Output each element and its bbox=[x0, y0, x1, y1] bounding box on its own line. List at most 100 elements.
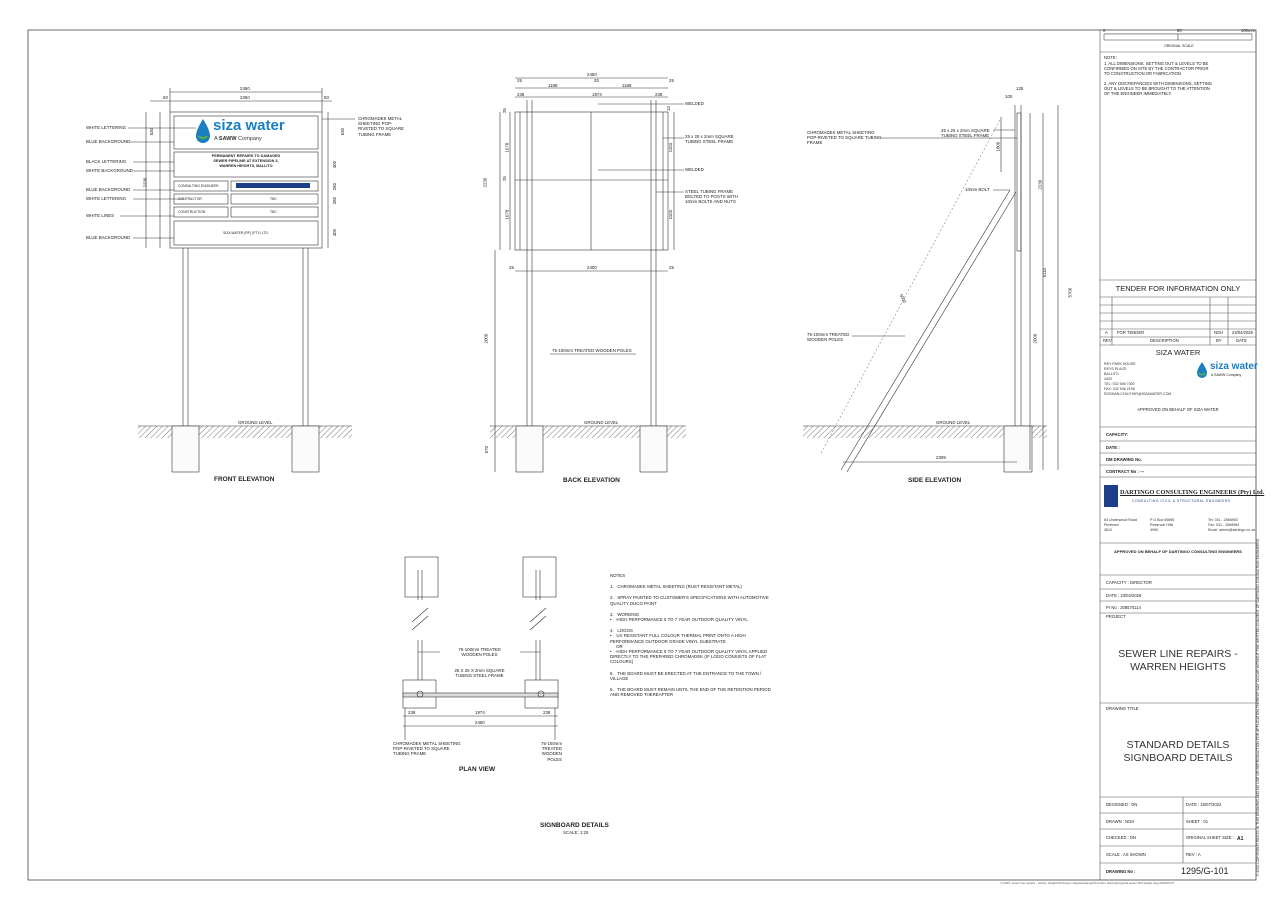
side-tubing-label: 25 x 25 x 2mm SQUARE TUBING STEEL FRAME bbox=[941, 128, 990, 139]
project-name: SEWER LINE REPAIRS - WARREN HEIGHTS bbox=[1118, 648, 1238, 673]
note-item: 2. SPRAY PAINTED TO CUSTOMER'S SPECIFICA… bbox=[610, 595, 770, 606]
board-consulting-label: CONSULTING ENGINEER bbox=[178, 184, 219, 188]
client-name: SIZA WATER bbox=[1155, 348, 1201, 357]
client-address: REY PARK HOUSE REYS PLACE BALLITO 4420 T… bbox=[1104, 362, 1172, 396]
rev-a: A bbox=[1105, 330, 1108, 335]
label-white-lettering: WHITE LETTERING bbox=[86, 196, 127, 201]
tender-label: TENDER FOR INFORMATION ONLY bbox=[1115, 284, 1241, 293]
sheet: SHEET : 01 bbox=[1186, 819, 1209, 824]
dim-238: 238 bbox=[543, 710, 551, 715]
welded-label: WELDED bbox=[685, 101, 704, 106]
capacity-1: CAPACITY: bbox=[1106, 432, 1129, 437]
pr-no: Pr No : 208570114 bbox=[1106, 605, 1141, 610]
dim-2450: 2450 bbox=[587, 72, 597, 77]
board-footer: SIZA WATER (RF) (PTY) LTD. bbox=[223, 231, 269, 235]
dim-1103: 1103 bbox=[668, 142, 674, 153]
bolt-label: 10mm BOLT bbox=[965, 187, 990, 192]
dim-5700: 5700 bbox=[1067, 287, 1073, 298]
rev: REV : A bbox=[1186, 852, 1201, 857]
back-elevation bbox=[490, 77, 686, 473]
dim-50: 50 bbox=[163, 95, 168, 100]
original-scale: ORIGINAL SCALE bbox=[1164, 44, 1194, 48]
board-contractor-value: TBC bbox=[270, 197, 277, 201]
board-project-text: PERMANENT REPAIRS TO DAMAGED SEWER PIPEL… bbox=[211, 154, 281, 168]
welded-label: WELDED bbox=[685, 167, 704, 172]
orig-size-value: A1 bbox=[1237, 836, 1244, 842]
dim-25: 25 bbox=[517, 78, 522, 83]
scale-100: 100mm bbox=[1241, 28, 1255, 33]
tb-note-heading: NOTE: bbox=[1104, 55, 1117, 60]
dim-100: 100 bbox=[1005, 94, 1013, 99]
water-drop-icon bbox=[195, 118, 211, 144]
tb-logo-sub: A SAWW Company bbox=[1211, 373, 1242, 377]
side-elevation bbox=[803, 105, 1059, 473]
label-white-lines: WHITE LINES bbox=[86, 213, 115, 218]
dim-630: 630 bbox=[340, 127, 346, 136]
note-item: 4. LOGOS • UV RESISTANT FULL COLOUR THER… bbox=[610, 628, 768, 665]
plan-view-title: PLAN VIEW bbox=[459, 766, 496, 773]
consultant-name: DARTINGO CONSULTING ENGINEERS (Pty) Ltd. bbox=[1120, 489, 1265, 496]
dim-2230: 2230 bbox=[142, 177, 148, 188]
dim-25: 25 bbox=[594, 78, 599, 83]
date-2: DATE : 23/04/2026 bbox=[1106, 593, 1142, 598]
orig-size: ORIGINAL SHEET SIZE : bbox=[1186, 835, 1234, 840]
file-path: n:\1295_sewer line repairs - warren heig… bbox=[1000, 881, 1175, 885]
front-callout: CHROMADEK METAL SHEETING POP-RIVETED TO … bbox=[358, 116, 404, 137]
scale: SCALE : AS SHOWN bbox=[1106, 852, 1146, 857]
dim-670: 670 bbox=[484, 445, 490, 454]
checked: CHECKED : DN bbox=[1106, 835, 1137, 840]
board-construction-value: TBC bbox=[270, 210, 277, 214]
tb-drawing-title: STANDARD DETAILS SIGNBOARD DETAILS bbox=[1123, 739, 1233, 764]
dim-530: 530 bbox=[149, 127, 155, 136]
label-blue-background: BLUE BACKGROUND bbox=[86, 187, 131, 192]
label-white-background: WHITE BACKGROUND bbox=[86, 168, 133, 173]
side-elevation-title: SIDE ELEVATION bbox=[908, 477, 962, 484]
ground-level-label: GROUND LEVEL bbox=[238, 420, 273, 425]
front-elevation bbox=[120, 88, 355, 473]
dim-25: 25 bbox=[501, 108, 507, 114]
dim-5110: 5110 bbox=[1042, 267, 1048, 278]
dim-1800: 1800 bbox=[995, 141, 1001, 152]
drawing-no-label: DRAWING No : bbox=[1106, 869, 1136, 874]
capacity-2: CAPACITY : DIRECTOR bbox=[1106, 580, 1152, 585]
dim-400: 400 bbox=[332, 160, 338, 169]
drawn: DRAWN : NGH bbox=[1106, 819, 1135, 824]
dim-50: 50 bbox=[324, 95, 329, 100]
label-blue-background: BLUE BACKGROUND bbox=[86, 235, 131, 240]
note-item: 5. THE BOARD MUST BE ERECTED AT THE ENTR… bbox=[610, 670, 763, 681]
hdr-rev: REV bbox=[1103, 338, 1112, 343]
copyright-notice: © 2022 COPYRIGHT RESTS IN THIS DRAWING A… bbox=[1256, 538, 1260, 876]
dim-238: 238 bbox=[517, 92, 525, 97]
title-block-lines bbox=[1099, 30, 1256, 880]
dim-1188: 1188 bbox=[548, 83, 558, 88]
dim-2350: 2350 bbox=[240, 95, 250, 100]
tubing-label: 25 x 25 x 2mm SQUARE TUBING STEEL FRAME bbox=[685, 134, 734, 145]
plan-poles-label: 75-100mm TREATED WOODEN POLES bbox=[458, 647, 501, 658]
note-item: 6. THE BOARD MUST REMAIN UNTIL THE END O… bbox=[610, 687, 772, 698]
scale-0: 0 bbox=[1103, 28, 1106, 33]
label-blue-background: BLUE BACKGROUND bbox=[86, 139, 131, 144]
dim-1974: 1974 bbox=[592, 92, 602, 97]
dm-drawing: DM DRAWING No. bbox=[1106, 457, 1142, 462]
poles-label: 75-100mm TREATED WOODEN POLES bbox=[552, 348, 632, 353]
rev-desc: FOR TENDER bbox=[1117, 330, 1145, 335]
dartingo-logo-icon bbox=[1104, 485, 1118, 507]
drawing-no: 1295/G-101 bbox=[1181, 866, 1229, 876]
plan-poles-right: 75-100mm TREATED WOODEN POLES bbox=[541, 741, 562, 762]
dim-2400: 2400 bbox=[587, 265, 597, 270]
plan-view bbox=[402, 556, 559, 740]
dim-125: 125 bbox=[1016, 86, 1024, 91]
notes-block: NOTES 1. CHROMADEK METAL SHEETING (RUST … bbox=[610, 573, 780, 697]
dim-25: 25 bbox=[509, 265, 514, 270]
dim-1188: 1188 bbox=[622, 83, 632, 88]
note-item: 3. WORDING • HIGH PERFORMANCE 5 TO 7 YEA… bbox=[610, 611, 748, 623]
dim-1103: 1103 bbox=[668, 209, 674, 220]
board-construction-label: CONSTRUCTION bbox=[178, 210, 206, 214]
dim-2450: 2450 bbox=[475, 720, 485, 725]
hdr-date: DATE bbox=[1236, 338, 1247, 343]
board-contractor-label: CONTRACTOR bbox=[178, 197, 202, 201]
